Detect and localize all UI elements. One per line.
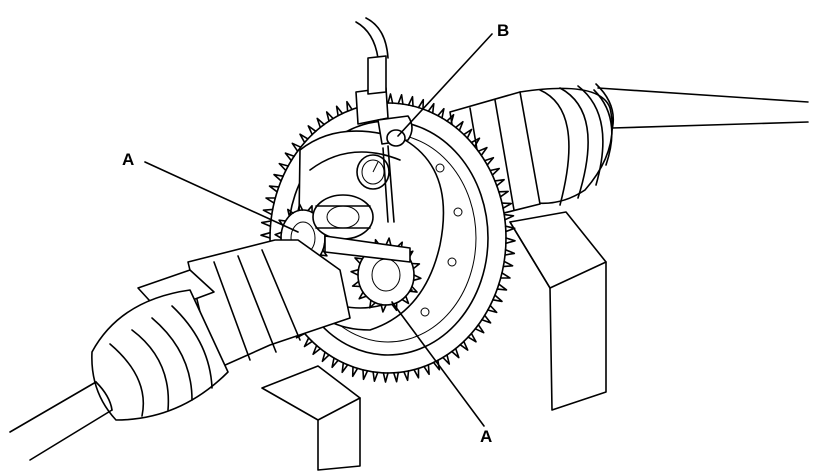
ring-gear-tooth xyxy=(489,167,500,176)
ring-gear-tooth xyxy=(437,107,445,119)
ring-gear-tooth xyxy=(467,332,477,343)
side-gear-tooth xyxy=(351,280,361,288)
side-gear-tooth xyxy=(297,203,304,212)
side-gear-tooth xyxy=(385,237,392,247)
ring-gear-tooth xyxy=(442,354,451,365)
side-gear-tooth xyxy=(350,268,360,276)
ring-gear-tooth xyxy=(303,337,313,348)
side-gear-tooth xyxy=(401,295,410,305)
ring-gear-tooth xyxy=(423,364,430,376)
ring-gear-tooth xyxy=(427,102,435,114)
dial-indicator xyxy=(355,17,413,223)
left-housing xyxy=(187,239,351,371)
ring-gear-tooth xyxy=(407,95,414,107)
side-gear-tooth xyxy=(411,262,421,270)
ring-gear-tooth xyxy=(351,366,359,378)
side-gear-tooth xyxy=(319,249,328,257)
ring-gear-tooth xyxy=(483,156,495,166)
ring-gear-tooth xyxy=(262,208,274,216)
ring-gear-tooth xyxy=(487,304,498,314)
ring-gear-tooth xyxy=(477,146,488,157)
ring-gear-tooth xyxy=(451,347,460,359)
leader-lines xyxy=(144,33,493,427)
ring-gear-tooth xyxy=(474,324,485,334)
ring-gear-tooth xyxy=(341,362,349,374)
ring-gear-tooth xyxy=(331,357,339,369)
side-gear-tooth xyxy=(412,274,422,282)
ring-gear-tooth xyxy=(413,367,420,379)
ring-gear-tooth xyxy=(316,117,325,129)
side-gear-tooth xyxy=(369,299,377,309)
ring-gear-tooth xyxy=(496,283,508,291)
ring-gear-tooth xyxy=(503,213,515,221)
side-gear-tooth xyxy=(287,208,294,217)
ring-gear-tooth xyxy=(325,111,334,122)
ring-gear-tooth xyxy=(321,351,330,363)
side-gear-tooth xyxy=(274,231,283,239)
side-gear-tooth xyxy=(408,285,418,293)
ring-gear-tooth xyxy=(481,314,492,324)
ring-gear-tooth xyxy=(459,340,469,351)
ring-gear-tooth xyxy=(265,197,277,204)
ring-gear-tooth xyxy=(504,225,516,233)
ring-gear-tooth xyxy=(312,344,322,356)
ring-gear-tooth xyxy=(501,202,513,209)
right-support-block xyxy=(509,211,607,411)
ring-gear-tooth xyxy=(397,94,404,105)
ring-gear-tooth xyxy=(502,260,514,268)
ring-gear-tooth xyxy=(382,372,389,383)
ring-gear-tooth xyxy=(417,98,425,110)
side-gear-tooth xyxy=(307,205,313,214)
ring-gear-tooth xyxy=(299,133,309,144)
side-gear-tooth xyxy=(391,301,398,312)
ring-gear-tooth xyxy=(372,371,379,382)
ring-gear-tooth xyxy=(260,220,272,227)
ring-gear-tooth xyxy=(307,125,317,136)
left-axle-shaft xyxy=(9,381,113,461)
ring-gear-tooth xyxy=(492,294,503,303)
side-gear-tooth xyxy=(358,291,367,300)
right-boot xyxy=(519,85,613,206)
label-a-bottom: A xyxy=(480,427,493,446)
ring-gear-tooth xyxy=(504,249,516,256)
ring-gear-tooth xyxy=(392,371,400,383)
ring-gear-tooth xyxy=(387,93,394,104)
ring-gear-tooth xyxy=(362,369,369,381)
ring-gear-tooth xyxy=(284,152,295,162)
ring-gear-tooth xyxy=(278,162,289,172)
right-axle-shaft xyxy=(595,83,809,131)
ring-gear-tooth xyxy=(494,178,505,187)
ring-gear-tooth xyxy=(446,113,455,125)
ring-gear-tooth xyxy=(260,231,271,239)
ring-gear-tooth xyxy=(463,128,473,139)
ring-gear-tooth xyxy=(499,272,511,279)
ring-gear-tooth xyxy=(505,237,516,245)
ring-gear-tooth xyxy=(470,137,481,148)
pinion-gear xyxy=(312,194,374,240)
label-b: B xyxy=(497,21,510,40)
side-gear-tooth xyxy=(354,257,364,265)
ring-gear-tooth xyxy=(335,105,344,117)
ring-gear-tooth xyxy=(346,100,353,112)
ring-gear-tooth xyxy=(273,173,284,182)
ring-gear-tooth xyxy=(454,120,464,132)
ring-gear-tooth xyxy=(498,190,509,198)
ring-gear-tooth xyxy=(268,185,280,193)
left-boot xyxy=(91,289,229,421)
ring-gear-tooth xyxy=(291,142,302,152)
side-gear-tooth xyxy=(380,303,387,313)
label-a-left: A xyxy=(122,150,135,169)
pinion-shaft xyxy=(324,235,411,263)
ring-gear-tooth xyxy=(403,370,410,382)
